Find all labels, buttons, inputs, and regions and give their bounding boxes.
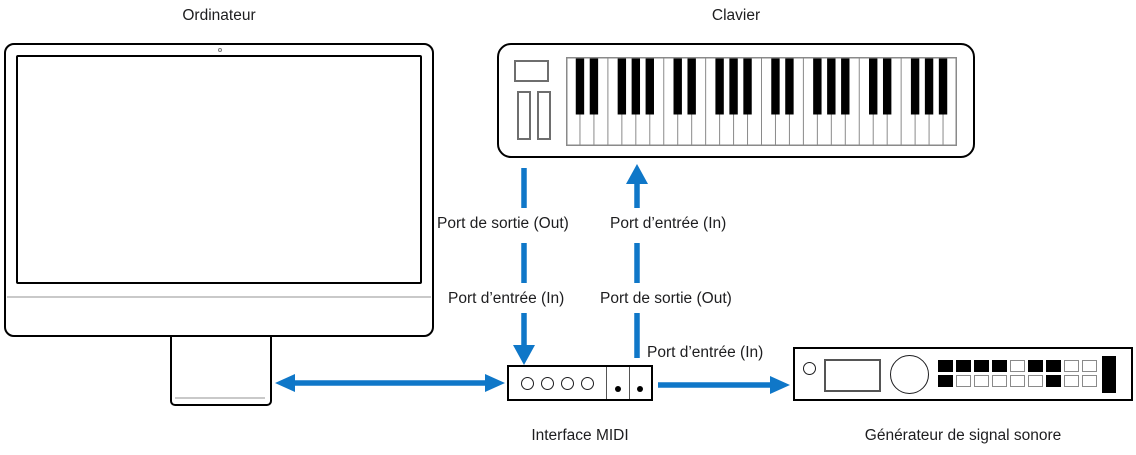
generator-button <box>1028 360 1043 372</box>
midi-port-ring <box>581 376 594 390</box>
midi-ports-dots <box>606 367 651 399</box>
port-label-in-left: Port d’entrée (In) <box>448 290 565 307</box>
computer-stand <box>170 336 272 406</box>
generator-button <box>974 360 989 372</box>
midi-interface-illustration <box>507 365 653 401</box>
generator-button <box>956 360 971 372</box>
generator-button <box>1064 375 1079 387</box>
keyboard-display <box>514 60 549 82</box>
generator-button-row <box>938 360 1097 372</box>
pitch-wheel <box>517 91 531 140</box>
generator-button <box>1046 375 1061 387</box>
midi-port-ring <box>521 376 534 390</box>
keyboard-illustration <box>497 43 975 158</box>
mod-wheel <box>537 91 551 140</box>
power-led-icon <box>803 362 816 375</box>
generator-button <box>1046 360 1061 372</box>
port-label-in-generator: Port d’entrée (In) <box>647 344 764 361</box>
computer-interface-arrow <box>275 374 505 392</box>
camera-icon <box>218 48 222 52</box>
sound-generator-caption: Générateur de signal sonore <box>864 427 1062 444</box>
keyboard-keys <box>566 57 957 146</box>
generator-button <box>1082 375 1097 387</box>
generator-button <box>992 360 1007 372</box>
midi-port-dot <box>637 386 644 392</box>
generator-button <box>992 375 1007 387</box>
computer-screen <box>16 55 422 284</box>
generator-button <box>956 375 971 387</box>
midi-port-cell <box>628 367 652 399</box>
keyboard-to-interface-arrow <box>513 168 535 365</box>
generator-button <box>938 360 953 372</box>
generator-button <box>974 375 989 387</box>
port-label-out-right: Port de sortie (Out) <box>600 290 732 307</box>
computer-stand-accent-line <box>175 397 265 399</box>
generator-button <box>938 375 953 387</box>
generator-button-row <box>938 375 1097 387</box>
midi-port-ring <box>541 376 554 390</box>
generator-vent-bar <box>1102 356 1116 393</box>
midi-port-dot <box>614 386 621 392</box>
generator-display <box>824 359 881 392</box>
generator-button <box>1010 375 1025 387</box>
generator-button <box>1082 360 1097 372</box>
port-label-in-right: Port d’entrée (In) <box>610 215 727 232</box>
sound-generator-illustration <box>793 347 1133 401</box>
computer-chin-line <box>7 296 431 298</box>
midi-port-ring <box>561 376 574 390</box>
midi-port-cell <box>606 367 629 399</box>
interface-to-generator-arrow <box>658 376 790 394</box>
computer-illustration <box>4 43 434 337</box>
generator-button <box>1064 360 1079 372</box>
interface-to-keyboard-arrow <box>626 164 648 358</box>
generator-knob <box>890 355 929 394</box>
midi-interface-caption: Interface MIDI <box>531 427 629 444</box>
generator-buttons <box>938 360 1097 387</box>
midi-ports-round <box>509 367 606 399</box>
keyboard-title: Clavier <box>711 7 761 24</box>
port-label-out-left: Port de sortie (Out) <box>437 215 569 232</box>
computer-title: Ordinateur <box>182 7 256 24</box>
generator-button <box>1028 375 1043 387</box>
generator-button <box>1010 360 1025 372</box>
